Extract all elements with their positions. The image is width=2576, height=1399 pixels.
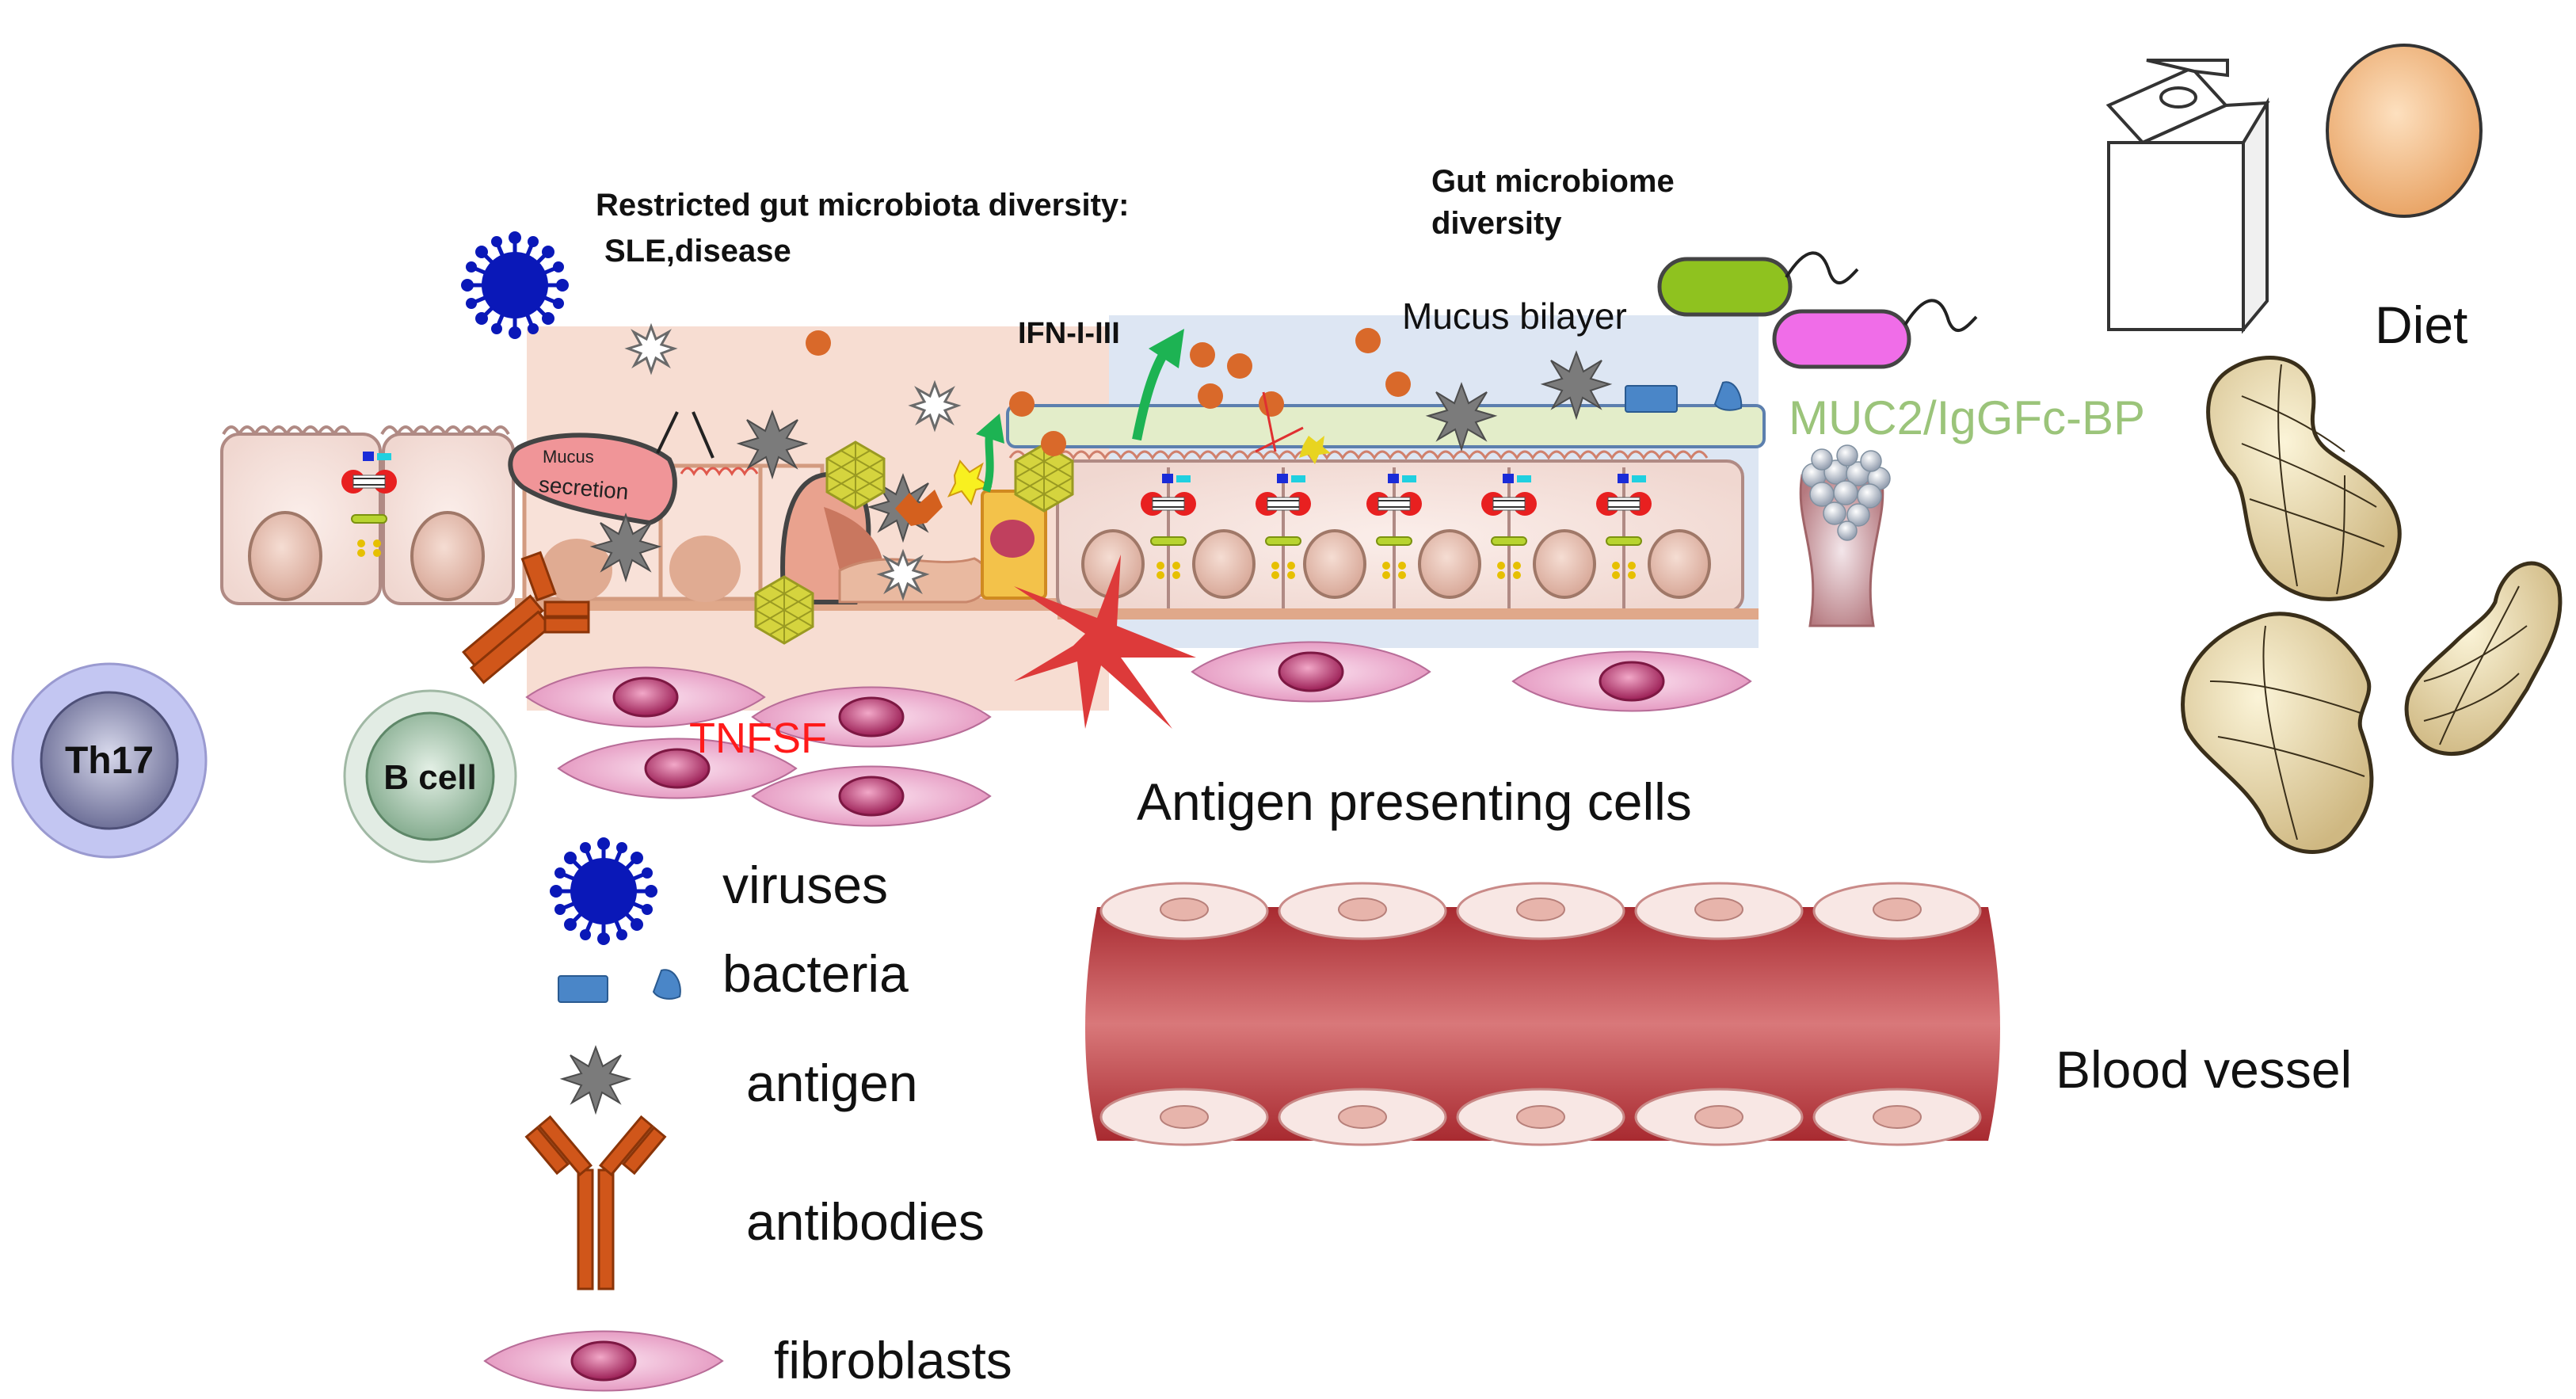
free-virus xyxy=(461,231,569,339)
bcell-label: B cell xyxy=(383,758,476,797)
commensal-bacteria xyxy=(1657,251,1978,369)
goblet-cell xyxy=(1799,444,1891,627)
legend-viruses: viruses xyxy=(722,856,888,914)
healthy-pathogens xyxy=(1190,328,1743,464)
left-epithelial-cells xyxy=(220,425,515,605)
restricted-title-line1: Restricted gut microbiota diversity: xyxy=(596,188,1129,223)
ifn-arrows xyxy=(976,329,1184,493)
antibody-cluster xyxy=(462,551,590,684)
legend-antibodies: antibodies xyxy=(746,1192,985,1251)
th17-label: Th17 xyxy=(65,740,154,782)
diet-label: Diet xyxy=(2375,295,2467,354)
muc2-label: MUC2/IgGFc-BP xyxy=(1789,391,2145,444)
legend-bacteria: bacteria xyxy=(722,944,909,1003)
th17-cell: Th17 xyxy=(11,662,208,859)
apc-label: Antigen presenting cells xyxy=(1137,772,1692,831)
gut-diversity-line2: diversity xyxy=(1431,206,1562,241)
gut-diversity-line1: Gut microbiome xyxy=(1431,164,1675,199)
inflamed-pathogens xyxy=(592,325,1074,645)
legend-bacteria-blob-icon xyxy=(652,969,681,1000)
milk-carton-icon xyxy=(2105,59,2270,334)
peanut-shell-grid xyxy=(2209,364,2528,841)
legend-antibody-icon xyxy=(525,1115,666,1290)
legend-virus-icon xyxy=(550,837,657,945)
peanut-icons xyxy=(2181,356,2563,854)
mucus-secretion: Mucus secretion xyxy=(508,411,759,526)
legend-fibroblasts: fibroblasts xyxy=(774,1331,1012,1389)
dendritic-cell xyxy=(1014,555,1196,729)
tnfsf-label: TNFSF xyxy=(689,715,827,762)
legend-bacteria-rect-icon xyxy=(558,975,608,1003)
blood-vessel-label: Blood vessel xyxy=(2056,1040,2352,1099)
ifn-label: IFN-I-III xyxy=(1018,317,1120,350)
legend: viruses bacteria antigen antibodies fibr… xyxy=(483,837,1012,1392)
b-cell: B cell xyxy=(343,689,517,863)
legend-fibroblast-icon xyxy=(483,1330,724,1392)
blood-vessel xyxy=(1085,882,2000,1146)
mucus-layer xyxy=(1006,404,1766,448)
egg-icon xyxy=(2326,44,2483,218)
mucus-label: Mucus xyxy=(543,447,594,467)
mucus-bilayer-label: Mucus bilayer xyxy=(1402,295,1627,337)
restricted-title-line2: SLE,disease xyxy=(604,234,791,269)
healthy-epithelium xyxy=(1008,450,1759,619)
legend-antigen-icon xyxy=(562,1046,630,1113)
legend-antigen: antigen xyxy=(746,1054,918,1112)
